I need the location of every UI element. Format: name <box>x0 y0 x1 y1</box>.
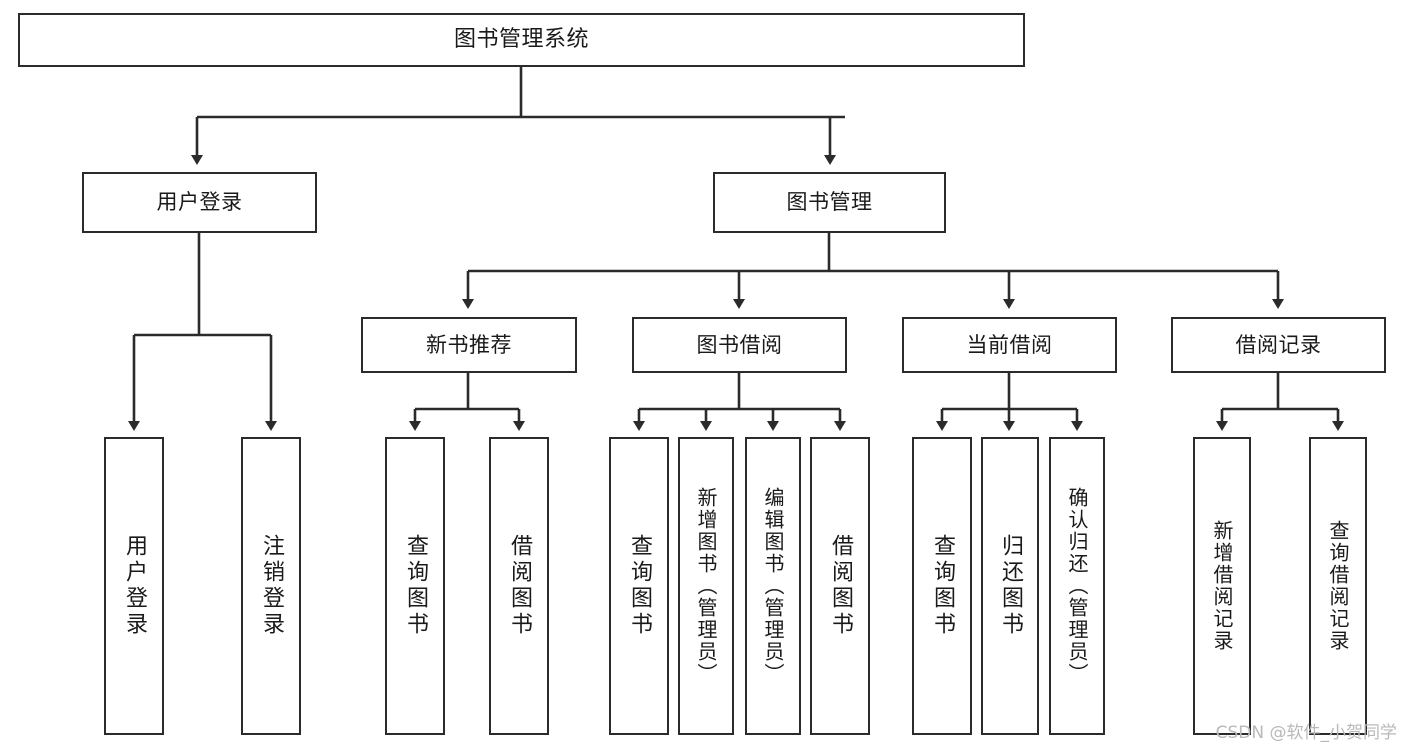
node-user-login-label: 用户登录 <box>156 190 243 215</box>
node-book-manage[interactable]: 图书管理 <box>713 172 946 233</box>
node-leaf-edit-book-label: 编辑图书（管理员） <box>761 487 785 685</box>
node-current-borrow-label: 当前借阅 <box>966 332 1053 357</box>
node-leaf-user-login[interactable]: 用户登录 <box>104 437 164 735</box>
node-leaf-query-book-1[interactable]: 查询图书 <box>385 437 445 735</box>
node-current-borrow[interactable]: 当前借阅 <box>902 317 1117 373</box>
node-leaf-confirm-return-label: 确认归还（管理员） <box>1065 487 1089 685</box>
node-borrow-record-label: 借阅记录 <box>1235 332 1322 357</box>
node-leaf-query-book-3[interactable]: 查询图书 <box>912 437 972 735</box>
node-leaf-query-book-2[interactable]: 查询图书 <box>609 437 669 735</box>
node-leaf-query-book-1-label: 查询图书 <box>403 534 428 638</box>
node-book-manage-label: 图书管理 <box>786 190 873 215</box>
node-book-borrow-label: 图书借阅 <box>696 332 783 357</box>
node-leaf-add-book[interactable]: 新增图书（管理员） <box>678 437 734 735</box>
node-root-label: 图书管理系统 <box>453 27 589 53</box>
node-book-borrow[interactable]: 图书借阅 <box>632 317 847 373</box>
node-leaf-query-record[interactable]: 查询借阅记录 <box>1309 437 1367 735</box>
node-leaf-return-book[interactable]: 归还图书 <box>981 437 1039 735</box>
node-leaf-query-book-3-label: 查询图书 <box>930 534 955 638</box>
node-leaf-query-record-label: 查询借阅记录 <box>1326 520 1350 652</box>
node-leaf-logout[interactable]: 注销登录 <box>241 437 301 735</box>
node-root[interactable]: 图书管理系统 <box>18 13 1025 67</box>
node-leaf-return-book-label: 归还图书 <box>998 534 1023 638</box>
node-user-login[interactable]: 用户登录 <box>82 172 317 233</box>
node-leaf-query-book-2-label: 查询图书 <box>627 534 652 638</box>
node-leaf-borrow-book-1-label: 借阅图书 <box>507 534 532 638</box>
node-borrow-record[interactable]: 借阅记录 <box>1171 317 1386 373</box>
node-new-book-recommend-label: 新书推荐 <box>426 332 512 357</box>
node-leaf-borrow-book-1[interactable]: 借阅图书 <box>489 437 549 735</box>
node-leaf-borrow-book-2[interactable]: 借阅图书 <box>810 437 870 735</box>
node-leaf-add-record[interactable]: 新增借阅记录 <box>1193 437 1251 735</box>
csdn-watermark: CSDN @软件_小贺同学 <box>1215 723 1397 743</box>
node-leaf-edit-book[interactable]: 编辑图书（管理员） <box>745 437 801 735</box>
node-leaf-user-login-label: 用户登录 <box>122 534 147 638</box>
node-new-book-recommend[interactable]: 新书推荐 <box>361 317 577 373</box>
node-leaf-confirm-return[interactable]: 确认归还（管理员） <box>1049 437 1105 735</box>
node-leaf-borrow-book-2-label: 借阅图书 <box>828 534 853 638</box>
node-leaf-logout-label: 注销登录 <box>259 534 284 638</box>
node-leaf-add-book-label: 新增图书（管理员） <box>694 487 718 685</box>
node-leaf-add-record-label: 新增借阅记录 <box>1210 520 1234 652</box>
